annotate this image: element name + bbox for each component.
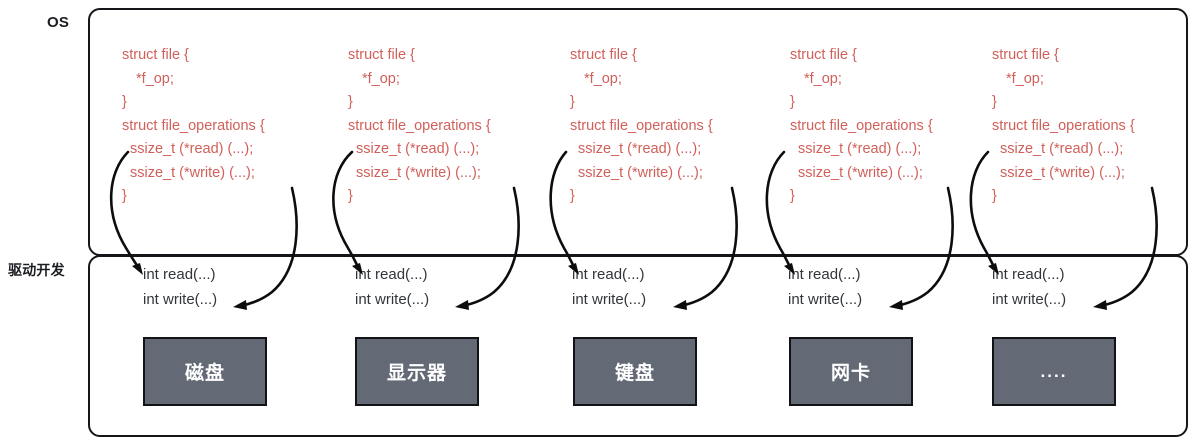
layer-label-driver: 驱动开发 <box>8 262 65 278</box>
driver-funcs-col-4: int read(...) int write(...) <box>788 262 862 312</box>
code-line: *f_op; <box>136 70 174 87</box>
driver-func-read: int read(...) <box>143 266 216 283</box>
driver-func-write: int write(...) <box>572 291 647 308</box>
code-line: struct file_operations { <box>122 117 265 134</box>
code-line: } <box>570 94 575 110</box>
driver-func-write: int write(...) <box>143 291 218 308</box>
code-line: ssize_t (*write) (...); <box>356 164 481 181</box>
code-line: } <box>348 94 353 110</box>
code-line: struct file_operations { <box>570 117 713 134</box>
code-line: struct file_operations { <box>348 117 491 134</box>
code-line: } <box>790 188 795 204</box>
code-line: ssize_t (*write) (...); <box>798 164 923 181</box>
code-line: struct file_operations { <box>992 117 1135 134</box>
code-block-col-2: struct file { *f_op; } struct file_opera… <box>348 44 491 209</box>
code-line: ssize_t (*read) (...); <box>1000 141 1124 157</box>
driver-layer-box <box>88 255 1188 437</box>
code-line: *f_op; <box>584 70 622 87</box>
code-line: struct file { <box>570 47 637 63</box>
code-line: struct file { <box>790 47 857 63</box>
driver-funcs-col-5: int read(...) int write(...) <box>992 262 1066 312</box>
layer-label-os: OS <box>47 14 70 31</box>
code-line: } <box>122 188 127 204</box>
code-line: struct file_operations { <box>790 117 933 134</box>
code-block-col-5: struct file { *f_op; } struct file_opera… <box>992 44 1135 209</box>
driver-funcs-col-2: int read(...) int write(...) <box>355 262 429 312</box>
code-line: ssize_t (*read) (...); <box>130 141 254 157</box>
driver-funcs-col-3: int read(...) int write(...) <box>572 262 646 312</box>
code-block-col-1: struct file { *f_op; } struct file_opera… <box>122 44 265 209</box>
code-line: ssize_t (*read) (...); <box>356 141 480 157</box>
code-line: } <box>992 94 997 110</box>
code-block-col-3: struct file { *f_op; } struct file_opera… <box>570 44 713 209</box>
code-block-col-4: struct file { *f_op; } struct file_opera… <box>790 44 933 209</box>
code-line: struct file { <box>122 47 189 63</box>
device-box-disk[interactable]: 磁盘 <box>143 337 267 406</box>
code-line: ssize_t (*write) (...); <box>1000 164 1125 181</box>
code-line: struct file { <box>348 47 415 63</box>
code-line: *f_op; <box>804 70 842 87</box>
code-line: ssize_t (*read) (...); <box>578 141 702 157</box>
code-line: ssize_t (*write) (...); <box>578 164 703 181</box>
driver-func-write: int write(...) <box>992 291 1067 308</box>
driver-func-read: int read(...) <box>788 266 861 283</box>
code-line: } <box>348 188 353 204</box>
code-line: } <box>570 188 575 204</box>
code-line: } <box>122 94 127 110</box>
device-box-keyboard[interactable]: 键盘 <box>573 337 697 406</box>
driver-func-read: int read(...) <box>355 266 428 283</box>
code-line: *f_op; <box>1006 70 1044 87</box>
code-line: ssize_t (*write) (...); <box>130 164 255 181</box>
code-line: } <box>992 188 997 204</box>
driver-func-read: int read(...) <box>572 266 645 283</box>
code-line: } <box>790 94 795 110</box>
driver-func-read: int read(...) <box>992 266 1065 283</box>
driver-funcs-col-1: int read(...) int write(...) <box>143 262 217 312</box>
device-box-monitor[interactable]: 显示器 <box>355 337 479 406</box>
code-line: struct file { <box>992 47 1059 63</box>
code-line: ssize_t (*read) (...); <box>798 141 922 157</box>
driver-func-write: int write(...) <box>788 291 863 308</box>
device-box-nic[interactable]: 网卡 <box>789 337 913 406</box>
driver-func-write: int write(...) <box>355 291 430 308</box>
device-box-other[interactable]: .... <box>992 337 1116 406</box>
code-line: *f_op; <box>362 70 400 87</box>
